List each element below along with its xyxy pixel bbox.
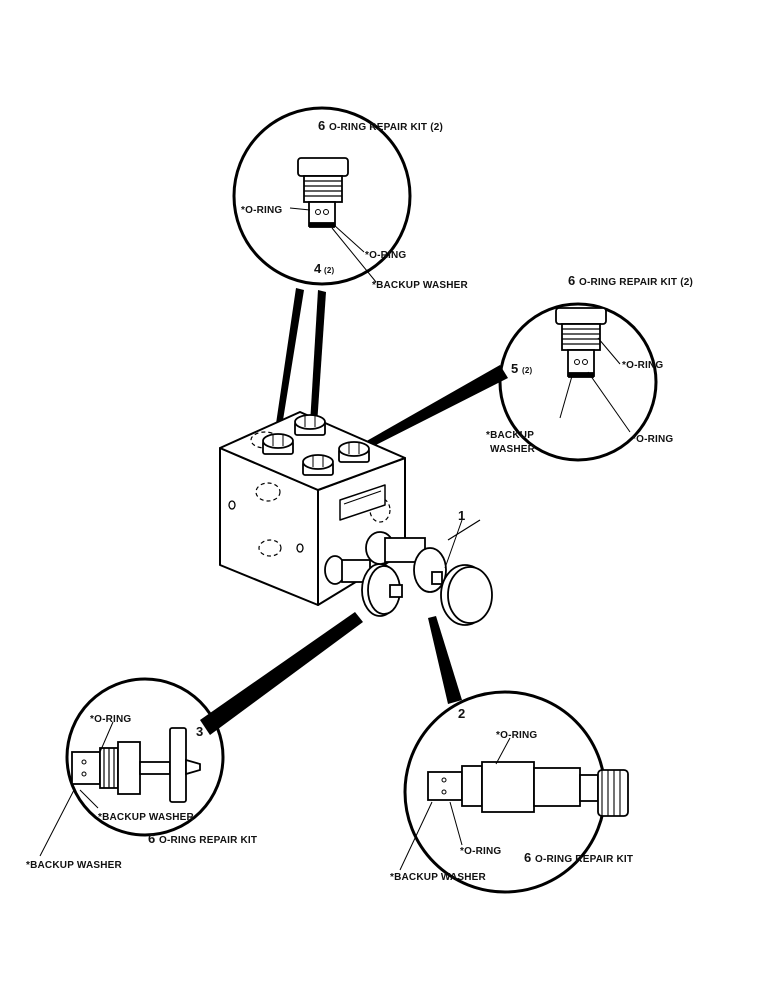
relief-cartridge-part-2: [427, 761, 629, 817]
magnifier-circles: [65, 106, 658, 894]
kit-number-top: 6: [318, 118, 325, 133]
kit-label-br: O-RING REPAIR KIT: [535, 854, 633, 865]
backup-washer-label-br: *BACKUP WASHER: [390, 872, 487, 883]
kit-label-right: O-RING REPAIR KIT (2): [579, 277, 693, 288]
oring-label-top-upper: *O-RING: [241, 205, 282, 216]
cartridge-part-4: [297, 157, 349, 228]
relief-valve-assembly: [324, 519, 493, 626]
kit-number-right: 6: [568, 273, 575, 288]
oring-label-right-lower: *O-RING: [632, 434, 673, 445]
oring-label-right-upper: *O-RING: [622, 360, 663, 371]
item-qty-5: (2): [522, 366, 533, 375]
leader-wedges: [200, 288, 508, 735]
item-number-4: 4: [314, 261, 322, 276]
item-number-5: 5: [511, 361, 518, 376]
item-number-3: 3: [196, 724, 203, 739]
backup-washer-label-left-inner: *BACKUP WASHER: [98, 812, 195, 823]
kit-number-br: 6: [524, 850, 531, 865]
kit-number-left: 6: [148, 831, 155, 846]
cartridge-heads: [262, 414, 370, 476]
oring-label-br-upper: *O-RING: [496, 730, 537, 741]
backup-washer-label-right-1: *BACKUP: [486, 430, 534, 441]
backup-washer-label-left-outer: *BACKUP WASHER: [26, 860, 123, 871]
oring-label-br-lower: *O-RING: [460, 846, 501, 857]
oring-label-left: *O-RING: [90, 714, 131, 725]
kit-label-left: O-RING REPAIR KIT: [159, 835, 257, 846]
relief-cartridge-part-3: [71, 727, 201, 803]
item-number-1: 1: [458, 508, 465, 523]
item-number-2: 2: [458, 706, 465, 721]
oring-label-top-lower: *O-RING: [365, 250, 406, 261]
backup-washer-label-right-2: WASHER: [490, 444, 536, 455]
backup-washer-label-top: *BACKUP WASHER: [372, 280, 469, 291]
item-qty-4: (2): [324, 266, 335, 275]
leader-lines: [39, 207, 631, 871]
kit-label-top: O-RING REPAIR KIT (2): [329, 122, 443, 133]
cartridge-part-5: [555, 307, 607, 378]
